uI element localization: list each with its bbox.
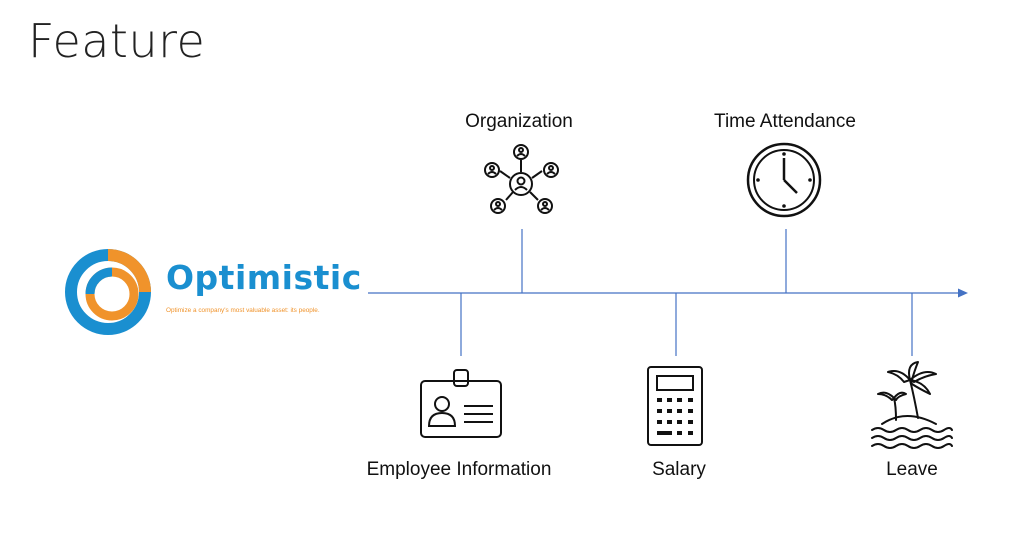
logo-wordmark: Optimistic <box>166 258 362 297</box>
milestone-label-employee-information: Employee Information <box>366 459 552 480</box>
milestone-label-leave: Leave <box>886 459 938 480</box>
clock-icon <box>746 142 822 218</box>
island-icon <box>871 361 953 449</box>
milestone-label-time-attendance: Time Attendance <box>714 111 856 132</box>
slide-title: Feature <box>28 14 206 68</box>
milestone-label-salary: Salary <box>652 459 706 480</box>
milestone-label-organization: Organization <box>465 111 573 132</box>
timeline-arrowhead <box>958 288 968 298</box>
logo-ring-icon <box>65 249 151 335</box>
network-icon <box>484 144 559 214</box>
id-card-icon <box>420 369 502 438</box>
optimistic-logo: Optimistic Optimize a company's most val… <box>62 246 362 342</box>
calculator-icon <box>647 366 703 446</box>
logo-tagline: Optimize a company's most valuable asset… <box>166 307 320 314</box>
